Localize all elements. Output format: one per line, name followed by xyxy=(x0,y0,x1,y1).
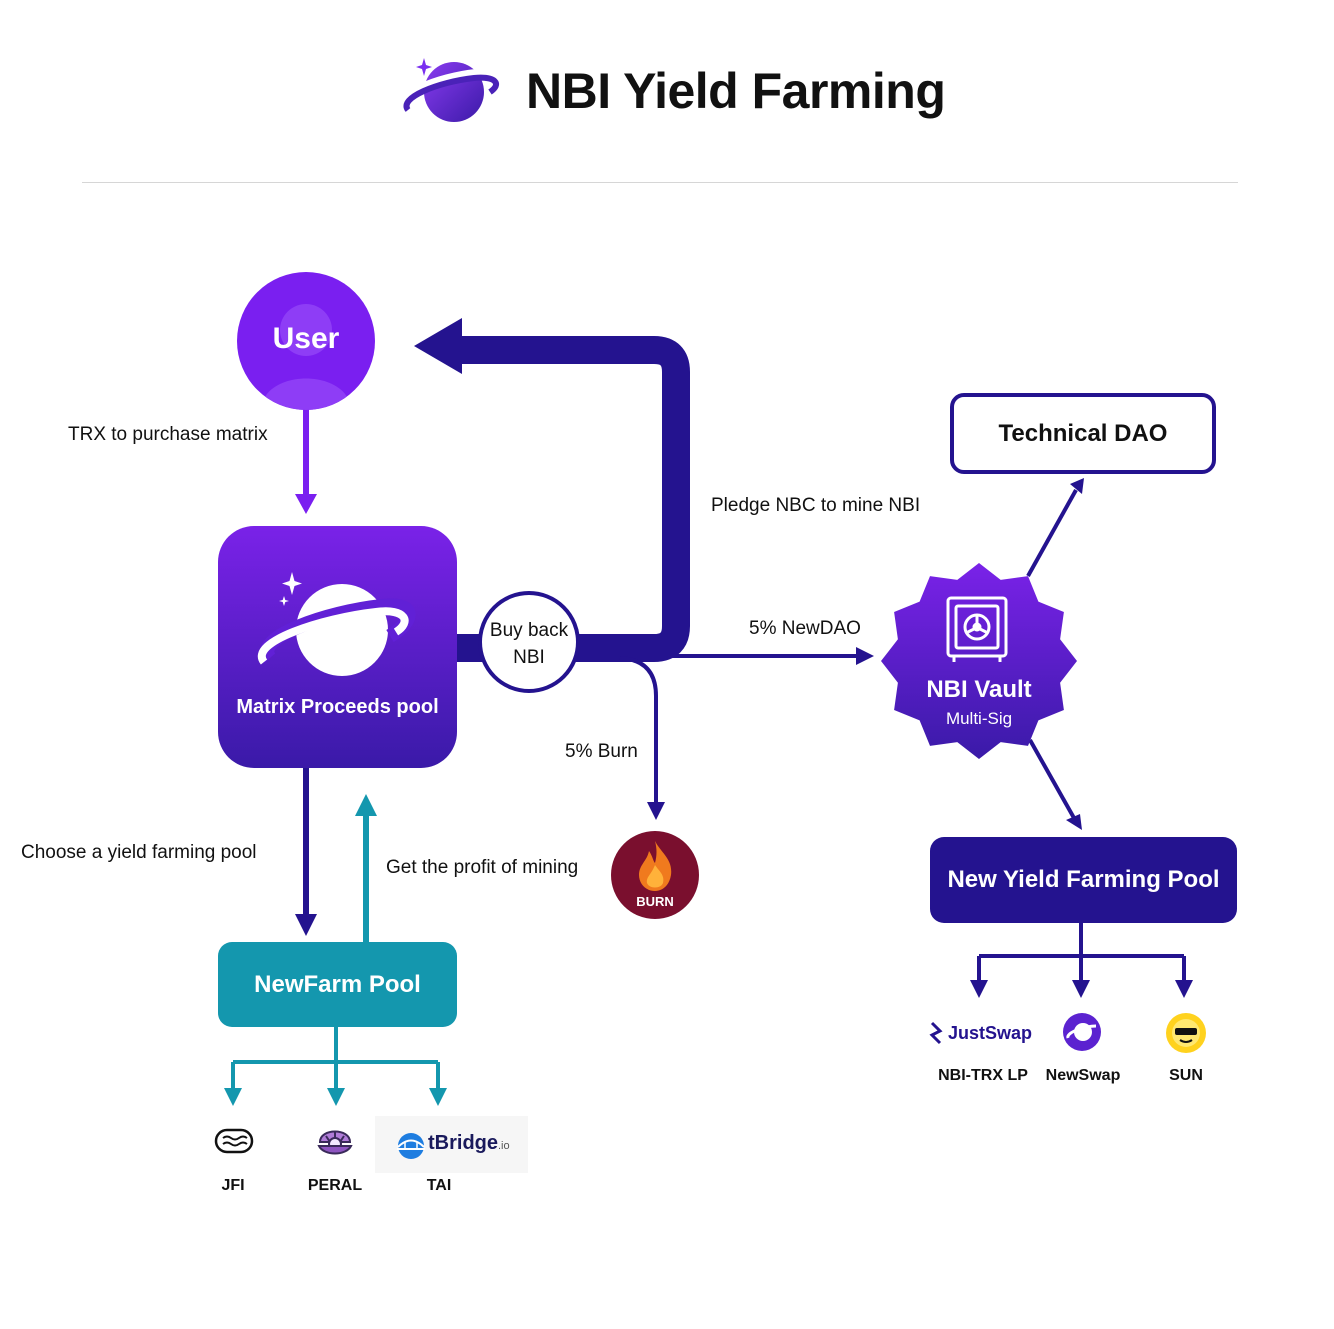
edge-label-profit: Get the profit of mining xyxy=(386,857,579,878)
justswap-icon xyxy=(929,1021,943,1045)
edge-label-newdao: 5% NewDAO xyxy=(749,618,861,639)
vault-subtitle: Multi-Sig xyxy=(945,709,1013,728)
edge-label-trx: TRX to purchase matrix xyxy=(68,424,268,445)
buy-back-line2: NBI xyxy=(513,647,545,668)
header-divider xyxy=(82,182,1238,183)
vault-title: NBI Vault xyxy=(926,676,1032,703)
target-nbi-trx-lp-label: NBI-TRX LP xyxy=(938,1067,1028,1084)
newswap-planet-icon xyxy=(1063,1013,1101,1051)
safe-icon xyxy=(946,596,1008,662)
edge-label-pledge: Pledge NBC to mine NBI xyxy=(711,495,921,516)
matrix-pool-label: Matrix Proceeds pool xyxy=(236,696,439,718)
burn-label: BURN xyxy=(636,894,674,909)
user-node: User xyxy=(237,272,375,410)
flame-icon xyxy=(639,841,672,891)
tbridge-wordmark: tBridge.io xyxy=(428,1132,510,1154)
user-label: User xyxy=(272,322,340,355)
nbi-vault-badge xyxy=(881,563,1077,759)
page-title: NBI Yield Farming xyxy=(526,63,946,119)
person-silhouette-icon xyxy=(261,304,351,410)
pearl-icon xyxy=(317,1130,353,1155)
edge-label-burn: 5% Burn xyxy=(565,741,638,762)
bridge-icon xyxy=(397,1133,425,1159)
matrix-proceeds-pool-node: Matrix Proceeds pool xyxy=(218,526,457,768)
target-newswap-label: NewSwap xyxy=(1045,1067,1121,1084)
target-jfi-label: JFI xyxy=(221,1177,245,1194)
tbridge-logo: tBridge.io xyxy=(375,1116,528,1173)
buy-back-node: Buy back NBI xyxy=(478,591,580,693)
burn-node: BURN xyxy=(611,831,699,919)
jfi-icon xyxy=(214,1128,254,1154)
justswap-wordmark: JustSwap xyxy=(948,1023,1033,1043)
buy-back-line1: Buy back xyxy=(489,620,569,641)
planet-icon xyxy=(257,572,416,676)
target-peral-label: PERAL xyxy=(307,1177,363,1194)
target-sun-label: SUN xyxy=(1169,1067,1203,1084)
planet-logo-icon xyxy=(398,58,505,122)
technical-dao-node: Technical DAO xyxy=(950,393,1216,474)
new-yield-farming-pool-node: New Yield Farming Pool xyxy=(930,837,1237,923)
target-tai-label: TAI xyxy=(426,1177,452,1194)
edge-label-choose: Choose a yield farming pool xyxy=(21,842,257,863)
newfarm-pool-node: NewFarm Pool xyxy=(218,942,457,1027)
sun-icon xyxy=(1166,1013,1206,1053)
